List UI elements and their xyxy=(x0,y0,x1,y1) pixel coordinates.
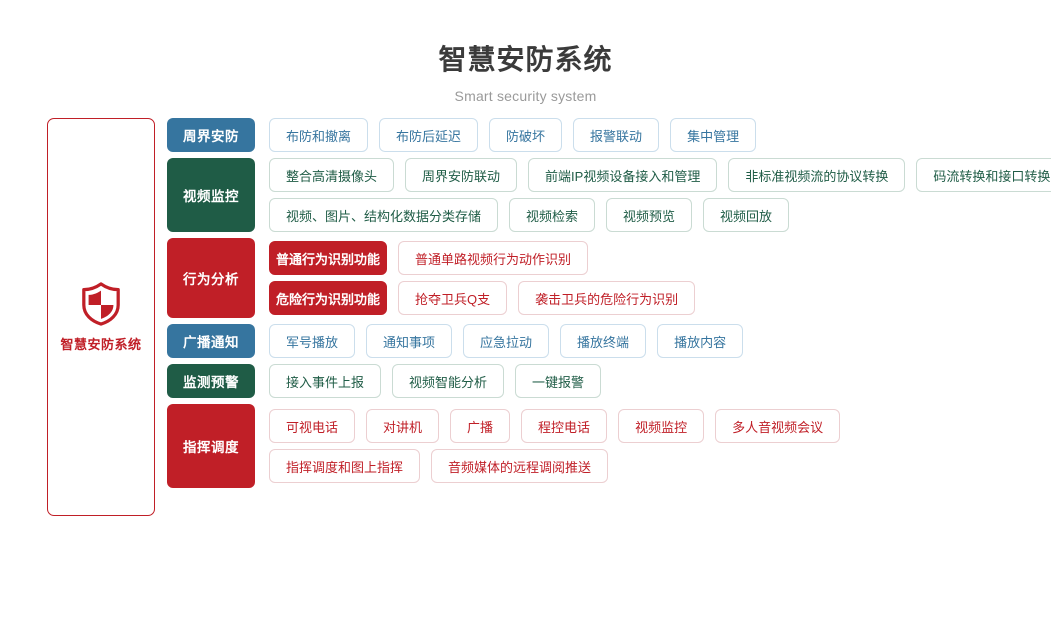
page-header: 智慧安防系统 Smart security system xyxy=(0,0,1051,104)
row-command-dispatch: 指挥调度 可视电话 对讲机 广播 程控电话 视频监控 多人音视频会议 指挥调度和… xyxy=(167,404,1051,488)
category-label-perimeter-security[interactable]: 周界安防 xyxy=(167,118,255,152)
row-perimeter-security: 周界安防 布防和撤离 布防后延迟 防破坏 报警联动 集中管理 xyxy=(167,118,1051,152)
sub-line: 危险行为识别功能 抢夺卫兵Q支 袭击卫兵的危险行为识别 xyxy=(269,281,1051,315)
brand-panel: 智慧安防系统 xyxy=(47,118,155,516)
chip-item[interactable]: 可视电话 xyxy=(269,409,356,443)
chip-item[interactable]: 布防和撤离 xyxy=(269,118,369,152)
chip-item[interactable]: 周界安防联动 xyxy=(405,158,518,192)
row-content: 整合高清摄像头 周界安防联动 前端IP视频设备接入和管理 非标准视频流的协议转换… xyxy=(269,158,1051,232)
chip-item[interactable]: 视频回放 xyxy=(703,198,790,232)
chip-item[interactable]: 播放终端 xyxy=(560,324,647,358)
chip-item[interactable]: 指挥调度和图上指挥 xyxy=(269,449,421,483)
chip-item[interactable]: 报警联动 xyxy=(573,118,660,152)
chip-item[interactable]: 军号播放 xyxy=(269,324,356,358)
row-content: 布防和撤离 布防后延迟 防破坏 报警联动 集中管理 xyxy=(269,118,1051,152)
chip-item[interactable]: 抢夺卫兵Q支 xyxy=(398,281,508,315)
chip-item[interactable]: 多人音视频会议 xyxy=(715,409,841,443)
brand-label: 智慧安防系统 xyxy=(60,336,142,352)
sub-line: 普通行为识别功能 普通单路视频行为动作识别 xyxy=(269,241,1051,275)
chip-item[interactable]: 播放内容 xyxy=(657,324,744,358)
chip-line: 视频、图片、结构化数据分类存储 视频检索 视频预览 视频回放 xyxy=(269,198,1051,232)
category-label-broadcast-notification[interactable]: 广播通知 xyxy=(167,324,255,358)
diagram-stage: 智慧安防系统 周界安防 布防和撤离 布防后延迟 防破坏 报警联动 集中管理 xyxy=(0,118,1051,516)
chip-item[interactable]: 布防后延迟 xyxy=(379,118,479,152)
shield-icon xyxy=(82,281,120,326)
chip-item[interactable]: 普通单路视频行为动作识别 xyxy=(398,241,589,275)
row-content: 接入事件上报 视频智能分析 一键报警 xyxy=(269,364,1051,398)
chip-item[interactable]: 视频检索 xyxy=(509,198,596,232)
chip-line: 可视电话 对讲机 广播 程控电话 视频监控 多人音视频会议 xyxy=(269,409,1051,443)
category-rows: 周界安防 布防和撤离 布防后延迟 防破坏 报警联动 集中管理 视频监控 整合 xyxy=(167,118,1051,494)
chip-item[interactable]: 一键报警 xyxy=(515,364,602,398)
chip-item[interactable]: 广播 xyxy=(450,409,511,443)
sub-category-tag[interactable]: 危险行为识别功能 xyxy=(269,281,387,315)
page-subtitle: Smart security system xyxy=(454,88,597,104)
chip-item[interactable]: 音频媒体的远程调阅推送 xyxy=(431,449,609,483)
row-content: 普通行为识别功能 普通单路视频行为动作识别 危险行为识别功能 抢夺卫兵Q支 袭击… xyxy=(269,238,1051,318)
chip-line: 布防和撤离 布防后延迟 防破坏 报警联动 集中管理 xyxy=(269,118,1051,152)
chip-item[interactable]: 视频智能分析 xyxy=(392,364,505,398)
row-content: 可视电话 对讲机 广播 程控电话 视频监控 多人音视频会议 指挥调度和图上指挥 … xyxy=(269,404,1051,488)
row-behavior-analysis: 行为分析 普通行为识别功能 普通单路视频行为动作识别 危险行为识别功能 抢夺卫兵… xyxy=(167,238,1051,318)
category-label-video-surveillance[interactable]: 视频监控 xyxy=(167,158,255,232)
chip-item[interactable]: 整合高清摄像头 xyxy=(269,158,395,192)
chip-line: 接入事件上报 视频智能分析 一键报警 xyxy=(269,364,1051,398)
category-label-behavior-analysis[interactable]: 行为分析 xyxy=(167,238,255,318)
chip-item[interactable]: 集中管理 xyxy=(670,118,757,152)
chip-item[interactable]: 非标准视频流的协议转换 xyxy=(728,158,906,192)
chip-item[interactable]: 应急拉动 xyxy=(463,324,550,358)
chip-item[interactable]: 接入事件上报 xyxy=(269,364,382,398)
row-monitoring-warning: 监测预警 接入事件上报 视频智能分析 一键报警 xyxy=(167,364,1051,398)
chip-line: 指挥调度和图上指挥 音频媒体的远程调阅推送 xyxy=(269,449,1051,483)
chip-item[interactable]: 视频、图片、结构化数据分类存储 xyxy=(269,198,499,232)
sub-category-tag[interactable]: 普通行为识别功能 xyxy=(269,241,387,275)
chip-item[interactable]: 前端IP视频设备接入和管理 xyxy=(528,158,718,192)
chip-item[interactable]: 对讲机 xyxy=(366,409,440,443)
row-content: 军号播放 通知事项 应急拉动 播放终端 播放内容 xyxy=(269,324,1051,358)
row-broadcast-notification: 广播通知 军号播放 通知事项 应急拉动 播放终端 播放内容 xyxy=(167,324,1051,358)
chip-line: 整合高清摄像头 周界安防联动 前端IP视频设备接入和管理 非标准视频流的协议转换… xyxy=(269,158,1051,192)
chip-item[interactable]: 防破坏 xyxy=(489,118,563,152)
chip-item[interactable]: 通知事项 xyxy=(366,324,453,358)
row-video-surveillance: 视频监控 整合高清摄像头 周界安防联动 前端IP视频设备接入和管理 非标准视频流… xyxy=(167,158,1051,232)
chip-item[interactable]: 程控电话 xyxy=(521,409,608,443)
chip-line: 军号播放 通知事项 应急拉动 播放终端 播放内容 xyxy=(269,324,1051,358)
chip-item[interactable]: 袭击卫兵的危险行为识别 xyxy=(518,281,696,315)
page-title: 智慧安防系统 xyxy=(438,44,613,75)
category-label-command-dispatch[interactable]: 指挥调度 xyxy=(167,404,255,488)
diagram-layout: 智慧安防系统 周界安防 布防和撤离 布防后延迟 防破坏 报警联动 集中管理 xyxy=(0,118,1051,516)
chip-item[interactable]: 码流转换和接口转换 xyxy=(916,158,1051,192)
chip-item[interactable]: 视频预览 xyxy=(606,198,693,232)
category-label-monitoring-warning[interactable]: 监测预警 xyxy=(167,364,255,398)
chip-item[interactable]: 视频监控 xyxy=(618,409,705,443)
